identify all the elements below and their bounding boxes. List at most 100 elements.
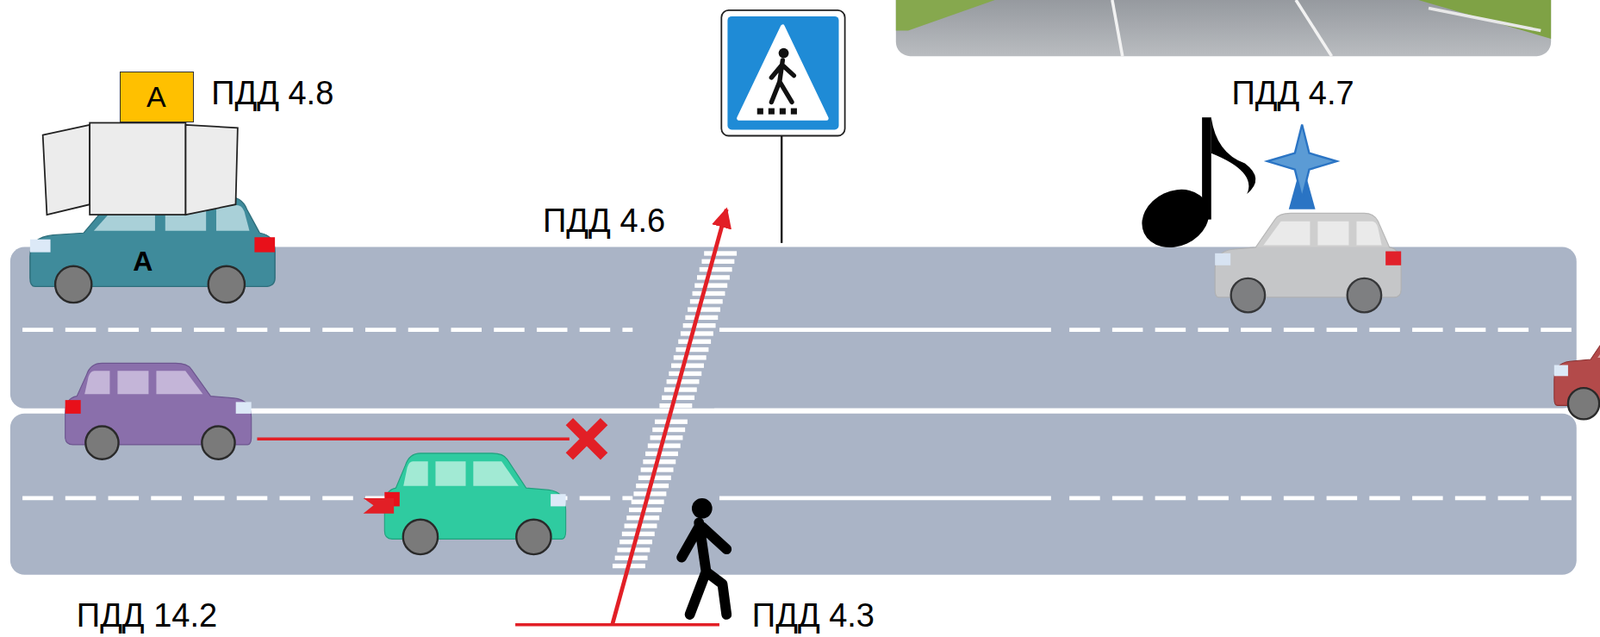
zebra-stripe xyxy=(680,330,714,336)
zebra-stripe xyxy=(664,386,698,392)
photo-lane xyxy=(1428,7,1541,31)
car-window xyxy=(403,460,428,486)
tail-light xyxy=(254,236,275,252)
zebra-stripe xyxy=(699,267,733,272)
car-window xyxy=(155,370,203,394)
sign-frame xyxy=(721,10,845,137)
pedestrian xyxy=(681,498,727,615)
lane-dashed xyxy=(1069,496,1577,501)
headlight xyxy=(1554,365,1569,377)
zebra-stripe xyxy=(675,347,709,352)
rule-label: ПДД 14.2 xyxy=(76,598,218,632)
crossing-sign xyxy=(721,10,845,243)
car xyxy=(1214,212,1401,312)
antenna-star xyxy=(1267,124,1338,198)
sign-pole xyxy=(780,136,783,243)
zebra-stripe xyxy=(659,403,692,408)
car-window xyxy=(1356,221,1382,246)
zebra-stripe xyxy=(668,371,702,376)
board-wing xyxy=(186,124,238,214)
car-window xyxy=(473,460,519,486)
zebra-stripe xyxy=(684,315,718,320)
car-node: A xyxy=(22,192,278,299)
stop-line xyxy=(515,622,720,627)
lane-dashed xyxy=(22,327,633,332)
photo-grass xyxy=(1418,0,1551,39)
lane-dashed xyxy=(1069,327,1577,332)
rear-marker xyxy=(363,498,395,514)
headlight xyxy=(30,238,51,252)
zebra-stripe xyxy=(678,339,711,344)
sign-walker-head xyxy=(778,48,790,59)
road-divider xyxy=(714,408,1577,413)
zebra-stripe xyxy=(673,354,707,360)
zebra-stripe xyxy=(654,419,688,424)
tail-light xyxy=(65,399,81,414)
sign-blue xyxy=(727,16,839,130)
board-wing xyxy=(43,124,90,214)
car-window xyxy=(1597,335,1600,358)
rule-label: ПДД 4.6 xyxy=(542,204,666,237)
pedestrian-body xyxy=(681,522,727,615)
wheel xyxy=(516,519,551,555)
zebra-stripe xyxy=(666,379,700,384)
sign-walker xyxy=(771,60,794,103)
car xyxy=(65,362,252,459)
sign-triangle xyxy=(738,26,827,119)
headlight xyxy=(1214,253,1231,266)
car-window xyxy=(216,205,250,231)
tail-light xyxy=(1385,251,1401,266)
zebra-stripe xyxy=(652,427,685,432)
wheel xyxy=(55,265,92,302)
rule-label: ПДД 4.3 xyxy=(752,598,875,632)
headlight xyxy=(236,401,252,414)
forbidden-cross xyxy=(569,421,604,456)
zebra-stripe xyxy=(694,283,728,288)
car-letter: A xyxy=(132,247,153,275)
lane-solid xyxy=(719,496,1052,501)
zebra-stripe xyxy=(692,291,726,296)
music-note-flag xyxy=(1211,117,1257,194)
photo-lane xyxy=(1112,0,1123,57)
wheel xyxy=(1231,278,1265,312)
rule-label: ПДД 4.8 xyxy=(211,76,334,110)
car-outline xyxy=(22,192,278,299)
path-line xyxy=(256,436,569,441)
photo-road xyxy=(896,0,1551,57)
photo-lane xyxy=(1295,0,1332,57)
car-window xyxy=(117,370,149,394)
car-window xyxy=(84,370,110,394)
music-note-stem xyxy=(1201,117,1212,219)
board-center xyxy=(89,122,186,215)
wheel xyxy=(403,519,438,555)
zebra-stripe xyxy=(650,435,684,440)
rule-label: ПДД 4.7 xyxy=(1231,76,1354,110)
photo-grass xyxy=(896,0,996,32)
car xyxy=(384,453,566,555)
zebra-stripe xyxy=(661,395,695,400)
sign-zebra xyxy=(790,108,797,115)
zebra-stripe xyxy=(683,323,716,328)
car xyxy=(1554,328,1600,420)
plate-letter: A xyxy=(146,81,167,112)
sign-zebra xyxy=(768,108,775,115)
road-photo xyxy=(896,0,1551,57)
wheel xyxy=(208,265,245,302)
zebra-crossing xyxy=(612,250,737,568)
zebra-stripe xyxy=(647,442,681,448)
walk-arrow xyxy=(612,209,728,625)
headlight xyxy=(550,493,567,506)
car-window xyxy=(435,460,466,486)
pedestrian-head xyxy=(691,498,713,519)
zebra-stripe xyxy=(687,306,721,312)
sign-zebra xyxy=(757,108,764,115)
zebra-stripe xyxy=(671,362,704,368)
zebra-stripe xyxy=(697,274,730,280)
zebra-stripe xyxy=(701,259,735,264)
car-window xyxy=(1263,221,1310,246)
zebra-stripe xyxy=(703,250,737,256)
sign-zebra xyxy=(779,108,786,115)
wheel xyxy=(1347,278,1382,312)
lane-solid xyxy=(719,327,1052,332)
